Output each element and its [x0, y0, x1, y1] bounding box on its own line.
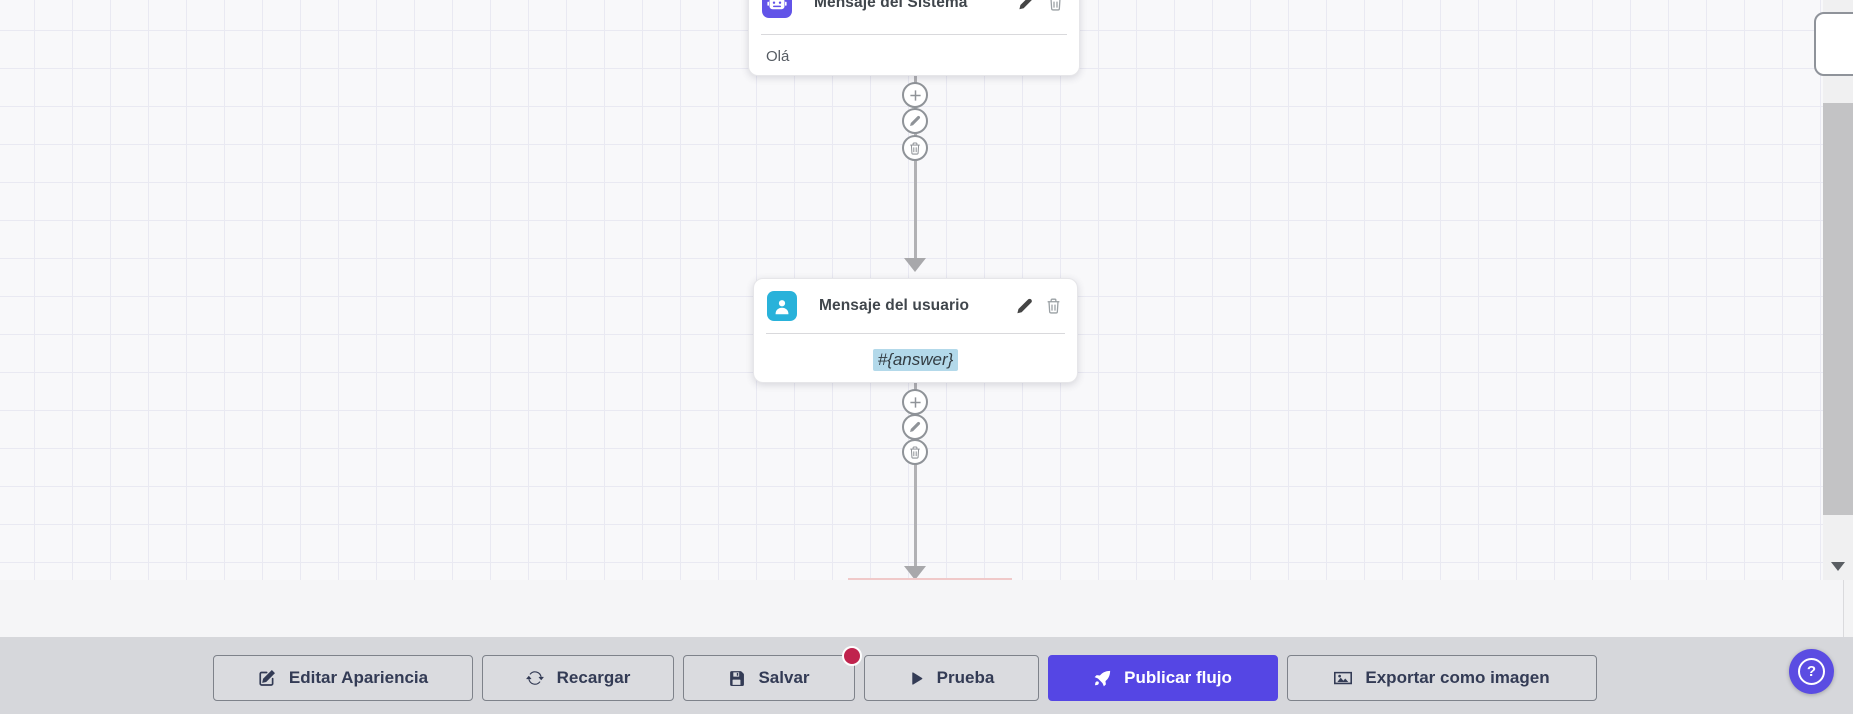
button-label: Exportar como imagen [1365, 668, 1550, 687]
arrow-down-icon [904, 566, 926, 580]
question-icon: ? [1798, 658, 1825, 685]
edit-square-icon [258, 669, 276, 687]
button-label: Salvar [758, 668, 810, 687]
rocket-icon [1094, 670, 1111, 687]
edit-appearance-button[interactable]: Editar Apariencia [213, 655, 473, 701]
answer-variable[interactable]: #{answer} [872, 348, 959, 371]
plus-icon [909, 396, 922, 409]
unsaved-changes-badge [842, 646, 862, 666]
user-icon [767, 291, 797, 321]
trash-icon [909, 446, 921, 459]
connector-edit-button[interactable] [902, 108, 928, 134]
export-image-button[interactable]: Exportar como imagen [1287, 655, 1597, 701]
connector-add-button[interactable] [902, 389, 928, 415]
node-header: Mensaje del usuario [754, 279, 1077, 333]
node-user-message[interactable]: Mensaje del usuario #{answer} [753, 278, 1078, 383]
robot-icon [762, 0, 792, 18]
button-label: Publicar flujo [1124, 668, 1232, 687]
publish-flow-button[interactable]: Publicar flujo [1048, 655, 1278, 701]
connector-add-button[interactable] [902, 82, 928, 108]
scrollbar-thumb[interactable] [1823, 103, 1853, 515]
divider [766, 333, 1065, 334]
divider [761, 34, 1067, 35]
edit-node-button[interactable] [1018, 0, 1035, 11]
button-label: Recargar [556, 668, 631, 687]
connector-line [914, 70, 917, 258]
button-label: Editar Apariencia [288, 668, 429, 687]
pencil-icon [909, 421, 921, 433]
reload-button[interactable]: Recargar [482, 655, 674, 701]
image-icon [1334, 669, 1353, 687]
node-content: Olá [766, 48, 790, 65]
node-header: Mensaje del Sistema [749, 0, 1079, 34]
connector-delete-button[interactable] [902, 439, 928, 465]
bottom-toolbar: Editar Apariencia Recargar [0, 637, 1853, 714]
save-button[interactable]: Salvar [683, 646, 862, 701]
node-system-message[interactable]: Mensaje del Sistema Olá [748, 0, 1080, 76]
delete-node-button[interactable] [1048, 0, 1063, 11]
refresh-icon [525, 669, 544, 687]
help-button[interactable]: ? [1789, 649, 1834, 694]
minimap-panel [1814, 12, 1853, 76]
test-button[interactable]: Prueba [864, 655, 1039, 701]
pencil-icon [909, 115, 921, 127]
node-title: Mensaje del usuario [819, 297, 970, 314]
edit-node-button[interactable] [1016, 298, 1033, 315]
connector-line [914, 383, 917, 566]
button-label: Prueba [936, 668, 995, 687]
help-label: ? [1806, 663, 1817, 680]
scrollbar-track[interactable] [1823, 0, 1853, 580]
node-title: Mensaje del Sistema [814, 0, 968, 11]
play-icon [909, 671, 924, 686]
connector-edit-button[interactable] [902, 414, 928, 440]
connector-delete-button[interactable] [902, 135, 928, 161]
scroll-down-icon[interactable] [1831, 562, 1845, 571]
save-icon [728, 670, 745, 687]
delete-node-button[interactable] [1046, 298, 1061, 314]
canvas-bottom-strip [0, 580, 1853, 638]
next-node-edge [848, 578, 1012, 580]
plus-icon [909, 89, 922, 102]
trash-icon [909, 142, 921, 155]
arrow-down-icon [904, 258, 926, 272]
